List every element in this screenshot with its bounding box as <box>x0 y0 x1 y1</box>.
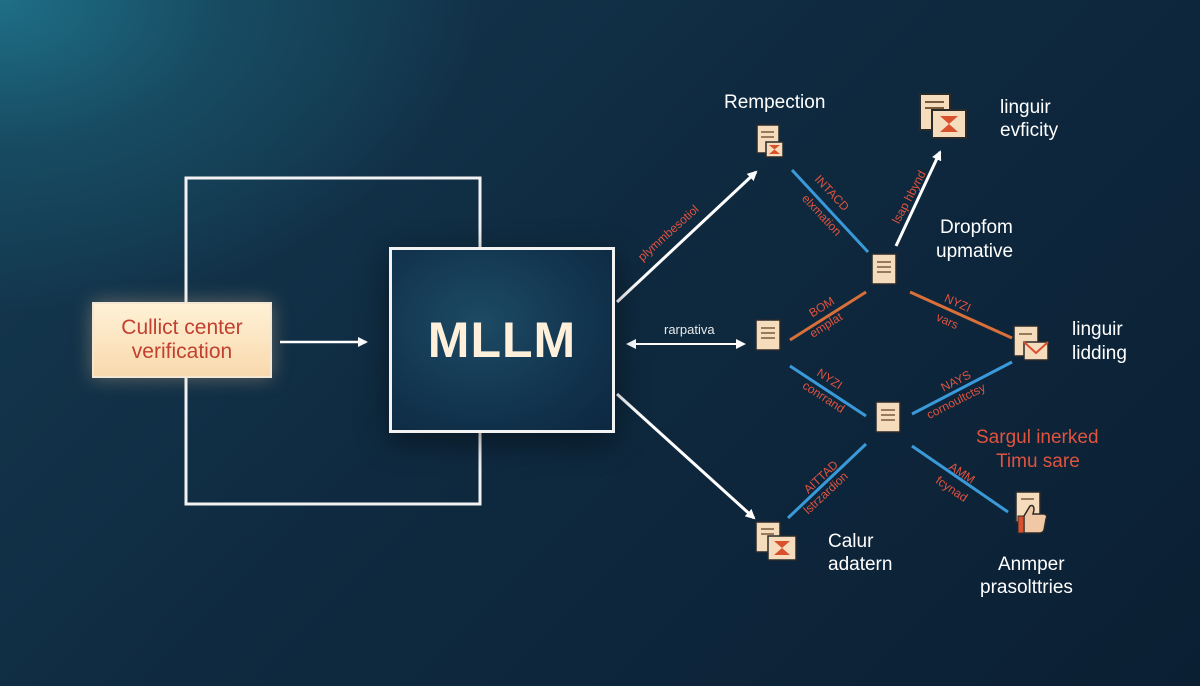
edge-center-to-right <box>909 290 1013 340</box>
red-label-line-2: Timu sare <box>996 451 1080 472</box>
arrow-mllm-to-top <box>615 170 758 304</box>
red-label-line-1: Sargul inerked <box>976 427 1099 448</box>
document-icon <box>871 253 897 285</box>
bottom-right-label-line-2: prasolttries <box>980 577 1073 598</box>
edge-label-bidirectional: rarpativa <box>664 322 715 337</box>
source-line-1: Cullict center <box>121 316 243 339</box>
document-stack-icon <box>755 521 797 561</box>
feedback-loop-line-bottom <box>184 378 482 506</box>
edge-mid-to-center <box>789 290 867 342</box>
source-line-2: verification <box>131 340 233 363</box>
edge-center-to-topright <box>894 150 942 247</box>
edge-mid-to-lower <box>789 364 867 418</box>
edge-lower-to-right <box>911 360 1013 416</box>
document-icon <box>755 319 781 351</box>
bottom-right-label-line-1: Anmper <box>998 554 1065 575</box>
arrow-mllm-to-bottom <box>615 392 756 520</box>
output-top-label: Rempection <box>724 92 826 113</box>
document-stack-icon <box>919 93 967 139</box>
document-icon <box>875 401 901 433</box>
feedback-loop-line <box>184 176 482 302</box>
edge-top-to-center <box>790 168 870 254</box>
mid-right-label-line-2: upmative <box>936 241 1014 262</box>
edge-lower-to-bottomright <box>911 444 1009 514</box>
mid-right-label-line-1: Dropfom <box>940 217 1013 238</box>
right-label-line-1: linguir <box>1072 319 1123 340</box>
edge-bottom-to-lower <box>786 442 868 520</box>
source-node-verification: Cullict center verification <box>92 302 272 378</box>
right-label-line-2: lidding <box>1072 343 1127 364</box>
bottom-label-line-2: adatern <box>828 554 893 575</box>
mllm-label: MLLM <box>427 312 577 368</box>
mllm-node: MLLM <box>389 247 615 433</box>
document-icon <box>756 124 784 158</box>
top-right-label-line-1: linguir <box>1000 97 1051 118</box>
top-right-label-line-2: evficity <box>1000 120 1059 141</box>
thumbs-up-icon <box>1015 491 1048 534</box>
bottom-label-line-1: Calur <box>828 531 874 552</box>
document-mail-icon <box>1013 325 1049 361</box>
